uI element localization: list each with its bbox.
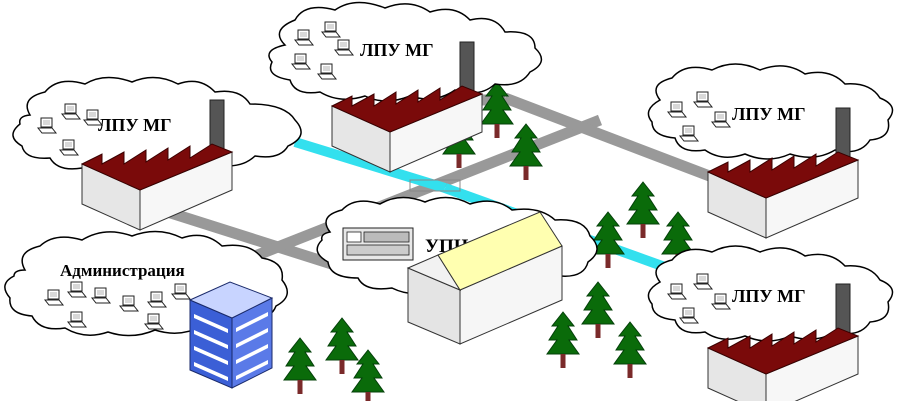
link-junction	[409, 179, 461, 192]
tree-icon	[283, 337, 317, 395]
tree-icon	[613, 321, 647, 379]
label-lpu-right-top: ЛПУ МГ	[732, 104, 806, 124]
node-lpu-left: ЛПУ МГ	[12, 76, 302, 231]
label-lpu-right-bottom: ЛПУ МГ	[732, 286, 806, 306]
cloud-icon	[647, 63, 894, 160]
tree-icon	[546, 311, 580, 369]
tree-icon	[626, 181, 660, 239]
building-icon	[188, 281, 274, 389]
node-administration: Администрация	[4, 230, 288, 389]
node-lpu-right-top: ЛПУ МГ	[647, 63, 894, 239]
node-lpu-top: ЛПУ МГ	[268, 1, 543, 173]
tree-icon	[509, 123, 543, 181]
cloud-icon	[12, 76, 302, 175]
cloud-icon	[647, 245, 894, 342]
label-lpu-top: ЛПУ МГ	[360, 40, 434, 60]
label-lpu-left: ЛПУ МГ	[98, 115, 172, 135]
server-rack-icon	[342, 227, 414, 261]
tree-icon	[581, 281, 615, 339]
tree-icon	[325, 317, 359, 375]
label-administration: Администрация	[60, 261, 185, 280]
tree-icon	[591, 211, 625, 269]
node-upc: УПЦ	[316, 196, 598, 345]
building-icon	[406, 211, 563, 345]
road-top-to-right	[503, 92, 722, 186]
road-diagonal	[247, 114, 603, 264]
node-lpu-right-bottom: ЛПУ МГ	[647, 245, 894, 401]
